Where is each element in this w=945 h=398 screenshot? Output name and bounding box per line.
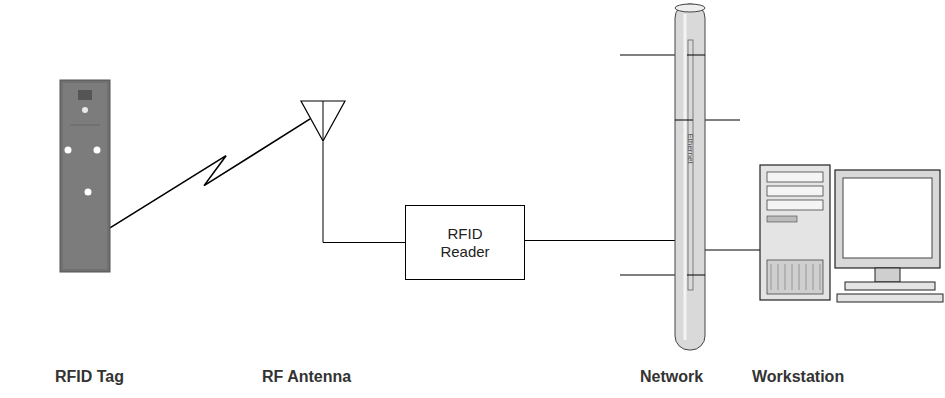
workstation-figure <box>745 160 943 305</box>
rf-antenna-figure <box>300 100 346 142</box>
figure-caption: RFID Tag <box>55 368 124 386</box>
rfid-tag-figure <box>60 80 110 272</box>
cable-label: Ethernet <box>686 133 695 163</box>
figure-caption: Network <box>640 368 703 386</box>
rfid-tag: RFID Tag <box>50 78 160 388</box>
figure-caption: RF Antenna <box>262 368 351 386</box>
rf-antenna: RF Antenna <box>255 95 365 388</box>
wireless-link <box>110 119 310 228</box>
connector-wire <box>323 142 405 243</box>
figure-caption: Workstation <box>752 368 844 386</box>
connector-wire <box>705 250 760 251</box>
connector-wire <box>525 240 675 241</box>
rfid-reader-box: RFID Reader <box>405 205 525 280</box>
box-label: RFID Reader <box>430 225 500 261</box>
network-cable: Network <box>615 0 745 390</box>
network-cable-figure <box>615 0 745 360</box>
workstation: Workstation <box>745 160 943 388</box>
